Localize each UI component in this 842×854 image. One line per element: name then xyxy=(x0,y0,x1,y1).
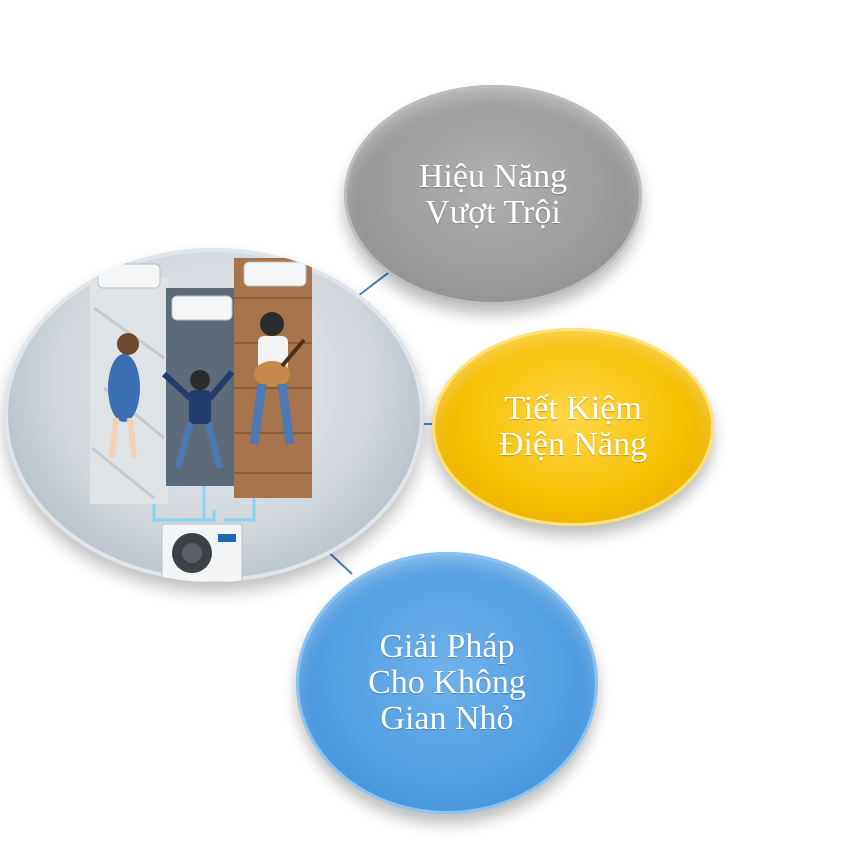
ac-unit-right xyxy=(243,261,307,287)
bubble-middle-line-1: Tiết Kiệm xyxy=(504,390,642,428)
refrigerant-pipes xyxy=(152,486,256,522)
ac-unit-left xyxy=(97,263,161,289)
bubble-bottom-line-2: Cho Không xyxy=(368,664,526,702)
bubble-small-space-solution: Giải Pháp Cho Không Gian Nhỏ xyxy=(296,552,598,814)
bubble-middle-line-2: Điện Năng xyxy=(498,426,648,463)
woman-figure xyxy=(108,333,140,459)
bubble-energy-saving: Tiết Kiệm Điện Năng xyxy=(432,328,714,526)
ac-unit-middle xyxy=(171,295,233,321)
bubble-bottom-line-1: Giải Pháp xyxy=(379,628,515,666)
central-photo xyxy=(4,248,424,582)
bubble-bottom-line-3: Gian Nhỏ xyxy=(380,699,514,737)
boy-figure xyxy=(161,370,235,469)
man-with-guitar-figure xyxy=(249,312,306,445)
bubble-top-line-1: Hiệu Năng xyxy=(418,158,568,196)
outdoor-ac-unit xyxy=(161,523,243,582)
bubble-superior-performance: Hiệu Năng Vượt Trội xyxy=(344,85,642,305)
room-scene-illustration xyxy=(90,258,312,582)
bubble-top-line-2: Vượt Trội xyxy=(425,194,561,231)
